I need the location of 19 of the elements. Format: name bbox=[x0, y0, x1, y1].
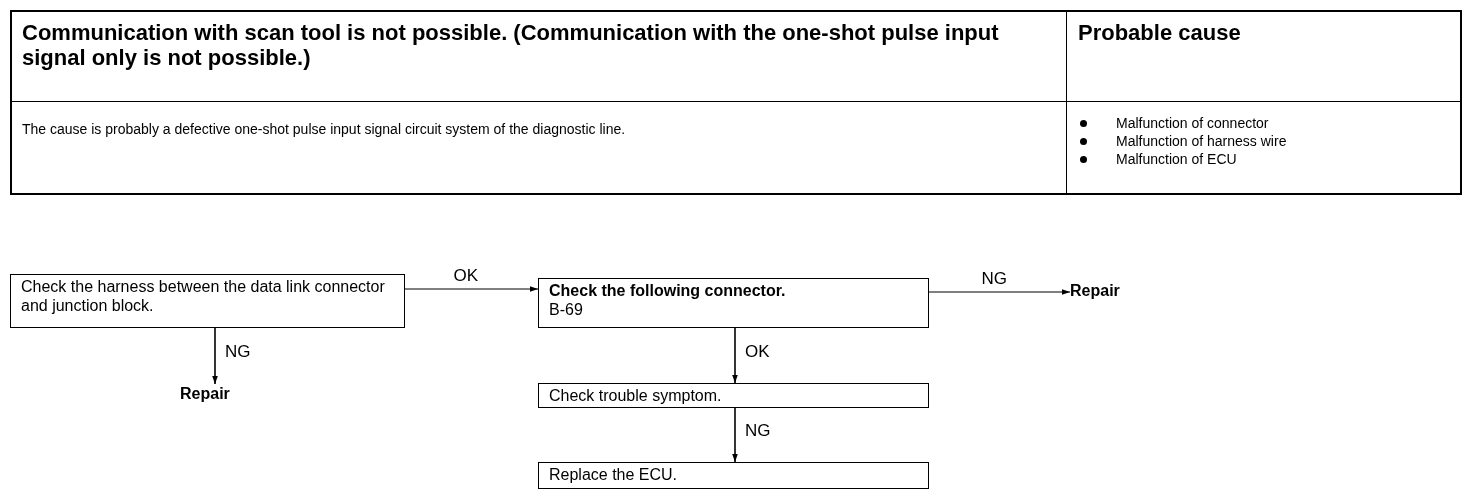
step-heading: Check the following connector. bbox=[549, 281, 787, 300]
bullet-item: Malfunction of connector bbox=[1074, 114, 1454, 132]
process-box bbox=[538, 278, 929, 328]
table-header: Probable cause bbox=[1078, 20, 1242, 45]
arrow bbox=[732, 407, 738, 463]
process-box: Check trouble symptom. bbox=[538, 383, 929, 408]
step-detail: B-69 bbox=[549, 300, 584, 319]
arrow bbox=[404, 286, 539, 292]
arrow bbox=[732, 327, 738, 384]
process-box: Check the harness between the data link connector and junction block. bbox=[10, 274, 405, 328]
arrow bbox=[212, 327, 218, 385]
table-text: The cause is probably a defective one-shot pulse input signal circuit system of the diagnostic line. bbox=[22, 120, 627, 138]
arrow bbox=[928, 289, 1071, 295]
step-heading: Repair bbox=[1070, 281, 1121, 300]
table-header: Communication with scan tool is not possible. (Communication with the one-shot pulse input signal only is not possible.) bbox=[22, 20, 1000, 70]
bullet-item: Malfunction of ECU bbox=[1074, 150, 1454, 168]
bullet-item: Malfunction of harness wire bbox=[1074, 132, 1454, 150]
process-box: Replace the ECU. bbox=[538, 462, 929, 489]
step-heading: Repair bbox=[180, 384, 231, 403]
